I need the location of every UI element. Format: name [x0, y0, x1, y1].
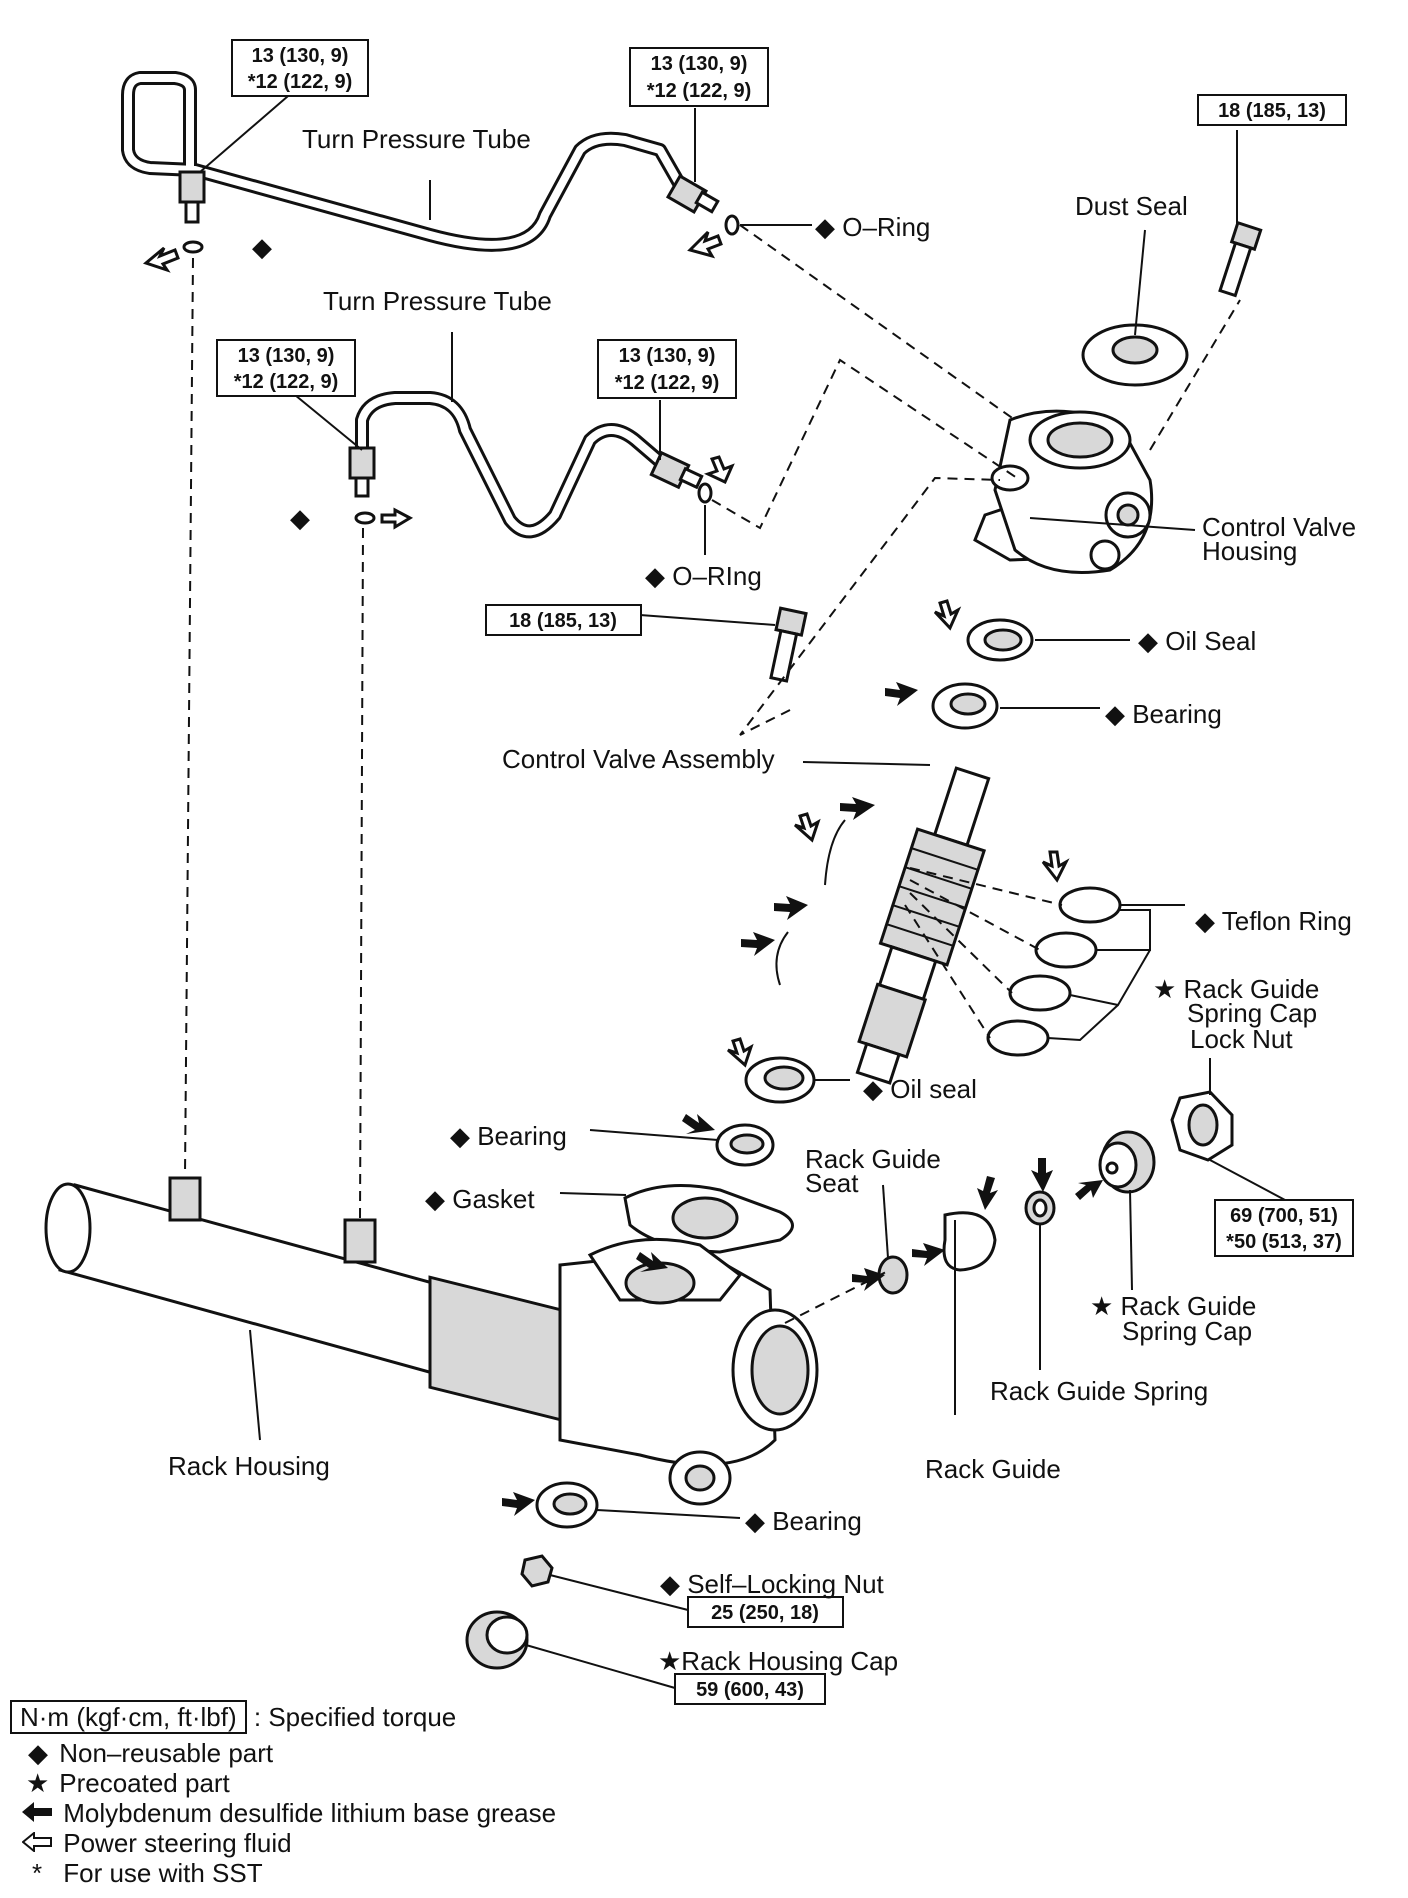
label-control-valve-housing-1: Control Valve: [1202, 512, 1356, 542]
legend-torque-text: : Specified torque: [253, 1702, 457, 1732]
label-teflon-ring: ◆ Teflon Ring: [1195, 906, 1352, 936]
control-valve-housing: [973, 409, 1154, 574]
label-gasket: ◆ Gasket: [425, 1184, 535, 1214]
rack-housing: [44, 1176, 819, 1506]
rack-guide: [942, 1211, 997, 1272]
turn-pressure-tube-upper: [121, 71, 720, 252]
legend-non-reusable: ◆ Non–reusable part: [28, 1738, 274, 1768]
torque-box-valve-bolt: 18 (185, 13): [485, 604, 642, 636]
housing-bolt: [1218, 220, 1263, 298]
label-lock-nut-1: ★ Rack Guide: [1153, 974, 1319, 1004]
svg-text:59 (600, 43): 59 (600, 43): [696, 1679, 804, 1701]
torque-box-self-locking-nut: 25 (250, 18): [687, 1596, 844, 1628]
star-icon: ★: [26, 1768, 50, 1798]
legend-sst: * For use with SST: [32, 1858, 263, 1888]
solid-arrow-icon: [22, 1798, 56, 1829]
label-turn-pressure-tube-lower: Turn Pressure Tube: [323, 286, 552, 316]
label-control-valve-housing-2: Housing: [1202, 536, 1297, 566]
label-rack-housing-cap: ★Rack Housing Cap: [658, 1646, 898, 1676]
svg-text:18 (185, 13): 18 (185, 13): [1218, 100, 1326, 122]
diamond-icon: ◆: [28, 1738, 48, 1768]
grease-arrows: [502, 682, 1103, 1516]
label-o-ring-upper: ◆ O–Ring: [815, 212, 930, 242]
open-arrow-icon: [21, 1828, 56, 1859]
rack-guide-spring: [1024, 1190, 1056, 1226]
svg-text:13 (130, 9): 13 (130, 9): [252, 45, 349, 67]
fluid-arrows: [142, 230, 1070, 1068]
legend-torque: N·m (kgf·cm, ft·lbf) : Specified torque: [10, 1700, 456, 1734]
label-rack-guide-spring-cap-1: ★ Rack Guide: [1090, 1291, 1256, 1321]
asterisk-icon: *: [32, 1858, 43, 1888]
svg-text:13 (130, 9): 13 (130, 9): [619, 345, 716, 367]
svg-text:*12 (122, 9): *12 (122, 9): [615, 372, 720, 394]
svg-text:13 (130, 9): 13 (130, 9): [651, 53, 748, 75]
rack-guide-spring-cap: [1098, 1130, 1156, 1194]
label-rack-guide-seat-2: Seat: [805, 1168, 859, 1198]
bearing-upper: [931, 682, 999, 730]
label-rack-guide-seat-1: Rack Guide: [805, 1144, 941, 1174]
label-dust-seal: Dust Seal: [1075, 191, 1188, 221]
torque-box-housing-bolt: 18 (185, 13): [1197, 94, 1347, 126]
label-bearing-upper: ◆ Bearing: [1105, 699, 1222, 729]
svg-text:*50 (513, 37): *50 (513, 37): [1226, 1231, 1342, 1253]
label-rack-housing: Rack Housing: [168, 1451, 330, 1481]
o-ring-lower-right: [697, 482, 713, 504]
teflon-ring-leaders: [904, 867, 1063, 1039]
torque-box-tube1-left: 13 (130, 9) *12 (122, 9): [231, 39, 369, 97]
gasket: [623, 1184, 794, 1254]
svg-text:25 (250, 18): 25 (250, 18): [711, 1602, 819, 1624]
torque-box-lock-nut: 69 (700, 51) *50 (513, 37): [1214, 1199, 1354, 1257]
assembly-lines: [184, 224, 1241, 1324]
torque-box-tube2-left: 13 (130, 9) *12 (122, 9): [216, 339, 356, 397]
valve-bracket-lower: [775, 931, 789, 986]
svg-text:13 (130, 9): 13 (130, 9): [238, 345, 335, 367]
legend-moly-grease: Molybdenum desulfide lithium base grease: [22, 1798, 556, 1829]
svg-text:*12 (122, 9): *12 (122, 9): [647, 80, 752, 102]
legend-torque-box: N·m (kgf·cm, ft·lbf): [10, 1700, 247, 1734]
control-valve-assembly: [855, 766, 991, 1085]
legend-ps-fluid: Power steering fluid: [21, 1828, 292, 1859]
valve-bracket-upper: [824, 819, 846, 886]
label-oil-seal-lower: ◆ Oil seal: [863, 1074, 977, 1104]
label-bearing-middle: ◆ Bearing: [450, 1121, 567, 1151]
oil-seal-upper: [966, 618, 1034, 662]
label-non-reusable-upper-left: ◆: [252, 232, 272, 262]
label-rack-guide-spring-cap-2: Spring Cap: [1122, 1316, 1252, 1346]
label-self-locking-nut: ◆ Self–Locking Nut: [660, 1569, 885, 1599]
o-ring-lower-left: [354, 511, 376, 525]
o-ring-upper-left: [182, 240, 204, 254]
oil-seal-lower: [744, 1056, 816, 1104]
torque-box-tube2-right: 13 (130, 9) *12 (122, 9): [597, 339, 737, 399]
label-oil-seal-upper: ◆ Oil Seal: [1138, 626, 1256, 656]
label-rack-guide: Rack Guide: [925, 1454, 1061, 1484]
bearing-lower: [715, 1123, 775, 1167]
label-control-valve-assembly: Control Valve Assembly: [502, 744, 775, 774]
torque-box-rack-housing-cap: 59 (600, 43): [674, 1673, 826, 1705]
legend-precoated: ★ Precoated part: [26, 1768, 230, 1798]
teflon-rings: [986, 886, 1122, 1057]
label-bearing-rack-end: ◆ Bearing: [745, 1506, 862, 1536]
label-non-reusable-lower-left: ◆: [290, 503, 310, 533]
self-locking-nut: [520, 1554, 554, 1588]
label-lock-nut-2: Spring Cap: [1187, 998, 1317, 1028]
rack-guide-lock-nut: [1170, 1090, 1234, 1162]
valve-bolt: [769, 606, 808, 683]
torque-box-tube1-right: 13 (130, 9) *12 (122, 9): [629, 47, 769, 107]
label-turn-pressure-tube-upper: Turn Pressure Tube: [302, 124, 531, 154]
label-lock-nut-3: Lock Nut: [1190, 1024, 1293, 1054]
label-o-ring-lower: ◆ O–RIng: [645, 561, 762, 591]
svg-text:18 (185, 13): 18 (185, 13): [509, 610, 617, 632]
svg-text:*12 (122, 9): *12 (122, 9): [248, 71, 353, 93]
svg-text:*12 (122, 9): *12 (122, 9): [234, 371, 339, 393]
bearing-rack-end: [535, 1481, 599, 1529]
label-rack-guide-spring: Rack Guide Spring: [990, 1376, 1208, 1406]
dust-seal: [1081, 323, 1189, 387]
turn-pressure-tube-lower: [348, 391, 704, 539]
o-ring-upper-right: [724, 214, 740, 236]
svg-text:69 (700, 51): 69 (700, 51): [1230, 1205, 1338, 1227]
leader-lines: [199, 89, 1286, 1689]
rack-housing-cap: [465, 1610, 529, 1670]
